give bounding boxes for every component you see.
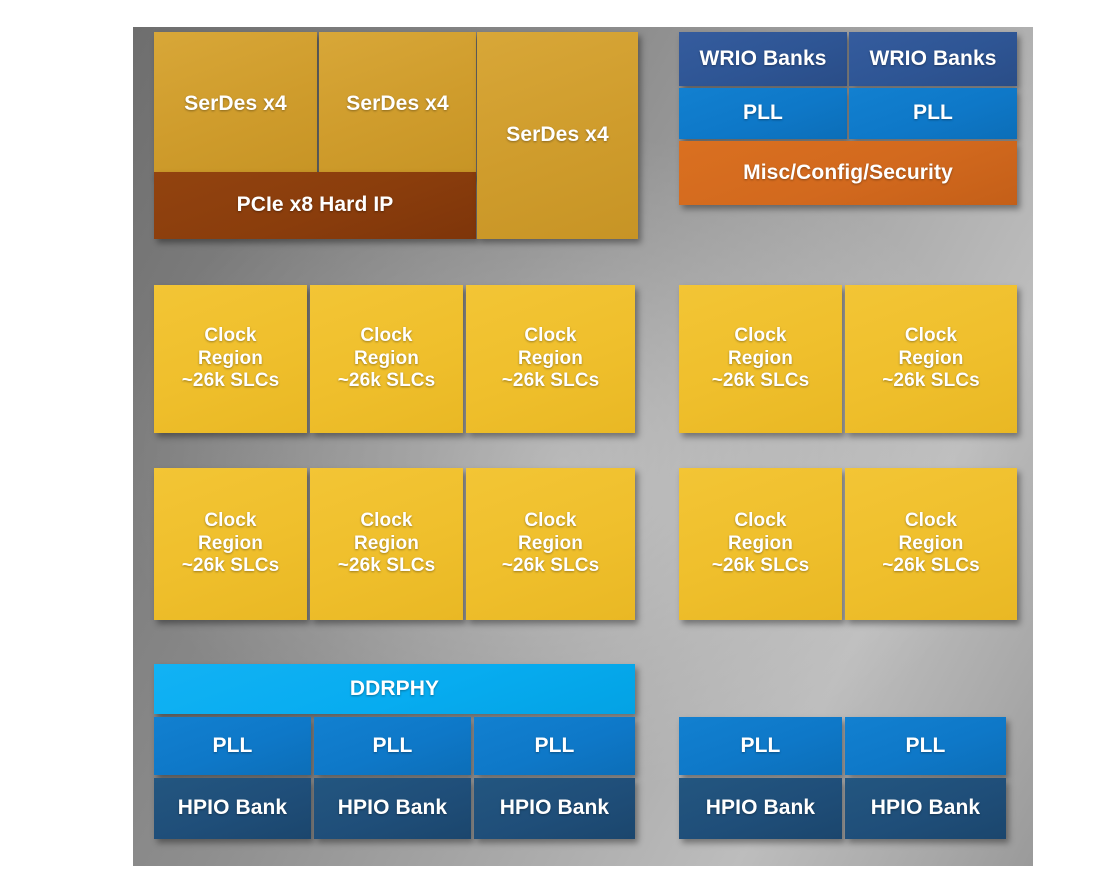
block-wrio-banks-2[interactable]: WRIO Banks	[849, 32, 1017, 86]
block-pll-top-2[interactable]: PLL	[849, 88, 1017, 139]
block-pll-bottom-left-3[interactable]: PLL	[474, 717, 635, 775]
block-hpio-bank-right-2[interactable]: HPIO Bank	[845, 778, 1006, 839]
block-serdes-2[interactable]: SerDes x4	[319, 32, 476, 177]
block-clock-region[interactable]: Clock Region ~26k SLCs	[154, 285, 307, 433]
block-clock-region[interactable]: Clock Region ~26k SLCs	[845, 468, 1017, 620]
fpga-die-substrate: SerDes x4 SerDes x4 PCIe x8 Hard IP SerD…	[133, 27, 1033, 866]
block-pll-bottom-left-2[interactable]: PLL	[314, 717, 471, 775]
block-pcie-hard-ip[interactable]: PCIe x8 Hard IP	[154, 172, 476, 239]
block-pll-bottom-right-1[interactable]: PLL	[679, 717, 842, 775]
block-clock-region[interactable]: Clock Region ~26k SLCs	[466, 285, 635, 433]
block-wrio-banks-1[interactable]: WRIO Banks	[679, 32, 847, 86]
block-misc-config-security[interactable]: Misc/Config/Security	[679, 141, 1017, 205]
block-clock-region[interactable]: Clock Region ~26k SLCs	[845, 285, 1017, 433]
block-clock-region[interactable]: Clock Region ~26k SLCs	[679, 285, 842, 433]
block-hpio-bank-left-1[interactable]: HPIO Bank	[154, 778, 311, 839]
block-clock-region[interactable]: Clock Region ~26k SLCs	[466, 468, 635, 620]
block-clock-region[interactable]: Clock Region ~26k SLCs	[310, 285, 463, 433]
block-hpio-bank-left-3[interactable]: HPIO Bank	[474, 778, 635, 839]
block-ddrphy[interactable]: DDRPHY	[154, 664, 635, 714]
block-pll-bottom-right-2[interactable]: PLL	[845, 717, 1006, 775]
block-pll-top-1[interactable]: PLL	[679, 88, 847, 139]
block-hpio-bank-right-1[interactable]: HPIO Bank	[679, 778, 842, 839]
block-serdes-3[interactable]: SerDes x4	[477, 32, 638, 239]
block-clock-region[interactable]: Clock Region ~26k SLCs	[679, 468, 842, 620]
block-serdes-1[interactable]: SerDes x4	[154, 32, 317, 177]
block-hpio-bank-left-2[interactable]: HPIO Bank	[314, 778, 471, 839]
block-clock-region[interactable]: Clock Region ~26k SLCs	[310, 468, 463, 620]
block-pll-bottom-left-1[interactable]: PLL	[154, 717, 311, 775]
block-clock-region[interactable]: Clock Region ~26k SLCs	[154, 468, 307, 620]
